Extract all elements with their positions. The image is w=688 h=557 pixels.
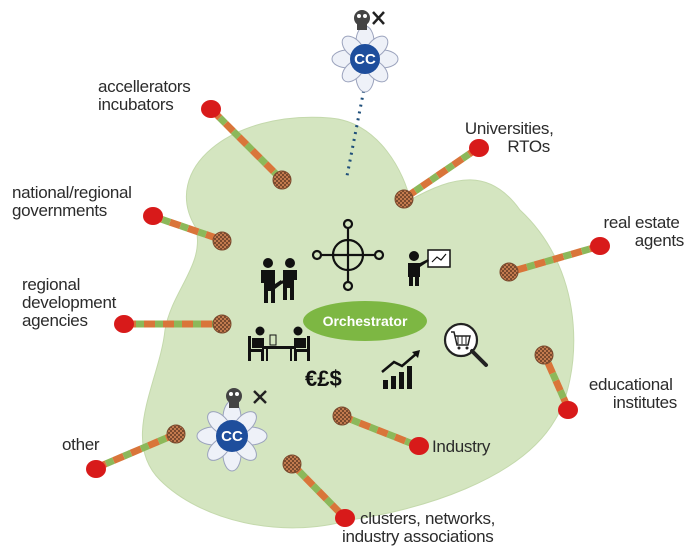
stakeholder-node xyxy=(590,237,610,255)
stakeholder-node xyxy=(114,315,134,333)
label-educational: educational institutes xyxy=(589,375,677,412)
label-real-estate: real estate agents xyxy=(603,213,684,250)
network-hub-icon xyxy=(311,218,385,292)
junction-node xyxy=(534,345,554,365)
stakeholder-labels: accellerators incubators Universities, R… xyxy=(12,77,684,546)
junction-node xyxy=(212,231,232,251)
cc-badge-top: CC xyxy=(331,10,399,93)
label-clusters: clusters, networks, industry association… xyxy=(342,509,500,546)
junction-node xyxy=(394,189,414,209)
stakeholder-nodes xyxy=(86,100,610,527)
stakeholder-node xyxy=(201,100,221,118)
junction-node xyxy=(499,262,519,282)
robot-tools-icon xyxy=(226,388,267,408)
stakeholder-node xyxy=(469,139,489,157)
growth-chart-icon xyxy=(381,350,420,389)
robot-tools-icon xyxy=(354,10,385,30)
label-accelerators: accellerators incubators xyxy=(98,77,195,114)
label-universities: Universities, RTOs xyxy=(465,119,558,156)
stakeholder-node xyxy=(409,437,429,455)
orchestrator-label: Orchestrator xyxy=(323,313,408,329)
junction-node xyxy=(166,424,186,444)
junction-node xyxy=(212,314,232,334)
presenter-icon xyxy=(408,249,451,286)
junction-node xyxy=(272,170,292,190)
cc-label: CC xyxy=(221,428,243,445)
currency-symbols: €£$ xyxy=(305,366,342,391)
cc-dotted-link xyxy=(345,83,367,177)
junction-node xyxy=(332,406,352,426)
handshake-icon xyxy=(261,258,297,303)
cc-badge-bottom: CC xyxy=(196,388,268,472)
connector-lines xyxy=(94,107,601,521)
junction-nodes xyxy=(166,170,554,474)
label-industry: Industry xyxy=(432,437,491,456)
cart-search-icon xyxy=(443,322,488,367)
junction-node xyxy=(282,454,302,474)
stakeholder-node xyxy=(86,460,106,478)
cc-label: CC xyxy=(354,51,376,68)
orchestrator-node: Orchestrator xyxy=(303,301,427,341)
label-other: other xyxy=(62,435,100,454)
label-regional-development: regional development agencies xyxy=(22,275,120,330)
stakeholder-node xyxy=(335,509,355,527)
label-national-governments: national/regional governments xyxy=(12,183,136,220)
stakeholder-node xyxy=(558,401,578,419)
stakeholder-node xyxy=(143,207,163,225)
meeting-table-icon xyxy=(248,326,310,361)
